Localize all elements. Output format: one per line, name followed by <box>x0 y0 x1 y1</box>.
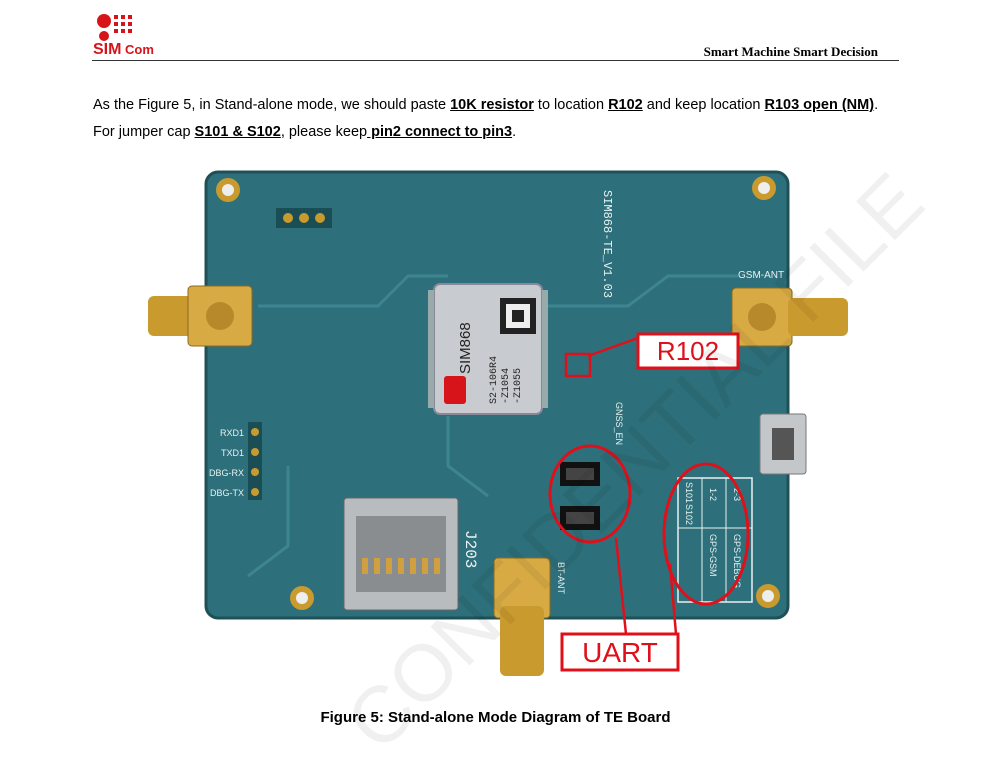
table-s102: S102 <box>684 504 694 525</box>
j203-label: J203 <box>461 530 479 568</box>
header-tagline: Smart Machine Smart Decision <box>703 44 878 59</box>
para-text-4: . For jumper cap <box>93 97 879 140</box>
pin-label-1: TXD1 <box>221 448 244 458</box>
uart-callout-text: UART <box>582 637 658 668</box>
para-bold-10k-resistor: 10K resistor <box>450 97 534 113</box>
para-text-6: . <box>512 124 517 140</box>
table-row-1-2: 1-2 <box>708 488 718 501</box>
para-text-2: to location <box>533 97 609 113</box>
para-bold-r102: R102 <box>608 97 643 113</box>
para-bold-r103: R103 open (NM) <box>764 97 875 113</box>
uart-callouts: UART <box>548 444 750 672</box>
module-code-1: S2-106R4 <box>489 356 500 404</box>
bottom-sma-connector <box>493 557 551 676</box>
pin-label-2: DBG-RX <box>209 468 244 478</box>
para-text-1: As the Figure 5, in Stand-alone mode, we… <box>93 97 451 113</box>
gnss-en-label: GNSS_EN <box>614 402 624 445</box>
module-label: SIM868 <box>457 322 474 374</box>
figure-caption: Figure 5: Stand-alone Mode Diagram of TE… <box>320 709 671 726</box>
right-sma-connector <box>731 287 848 347</box>
gsm-ant-label: GSM-ANT <box>738 270 784 281</box>
para-bold-s101-s102: S101 & S102 <box>194 124 281 140</box>
logo-com-text: Com <box>125 42 154 57</box>
table-gps-debug: GPS-DEBUG <box>732 534 742 588</box>
debug-pin-header: RXD1 TXD1 DBG-RX DBG-TX <box>209 422 262 500</box>
para-text-3: and keep location <box>642 97 765 113</box>
te-board-photo: SIM868 S2-106R4 -Z1054 -Z1055 SIM868-TE_… <box>148 170 848 676</box>
para-text-5: , please keep <box>280 124 368 140</box>
r102-callout-text: R102 <box>657 336 719 366</box>
pin-label-3: DBG-TX <box>210 488 244 498</box>
micro-usb-port <box>759 413 807 475</box>
bt-ant-label: BT-ANT <box>556 562 566 595</box>
jumper-switches <box>560 462 600 530</box>
top-header-pins <box>276 208 332 228</box>
left-sma-connector <box>148 285 253 347</box>
para-bold-pin2-pin3: pin2 connect to pin3 <box>367 124 513 140</box>
pin-label-0: RXD1 <box>220 428 244 438</box>
simcom-logo: SIM Com <box>93 14 154 58</box>
module-code-2: -Z1054 <box>501 368 512 404</box>
r102-callout: R102 <box>564 332 740 378</box>
sim868-module: SIM868 S2-106R4 -Z1054 -Z1055 <box>428 283 548 415</box>
header-rule <box>92 60 899 61</box>
table-row-2-3: 2-3 <box>732 488 742 501</box>
table-gps-gsm: GPS-GSM <box>708 534 718 577</box>
sim-card-slot <box>343 497 459 611</box>
module-code-3: -Z1055 <box>513 368 524 404</box>
logo-sim-text: SIM <box>93 41 121 58</box>
board-label: SIM868-TE_V1.03 <box>600 190 614 298</box>
instruction-paragraph: As the Figure 5, in Stand-alone mode, we… <box>93 92 893 146</box>
table-s101: S101 <box>684 482 694 503</box>
